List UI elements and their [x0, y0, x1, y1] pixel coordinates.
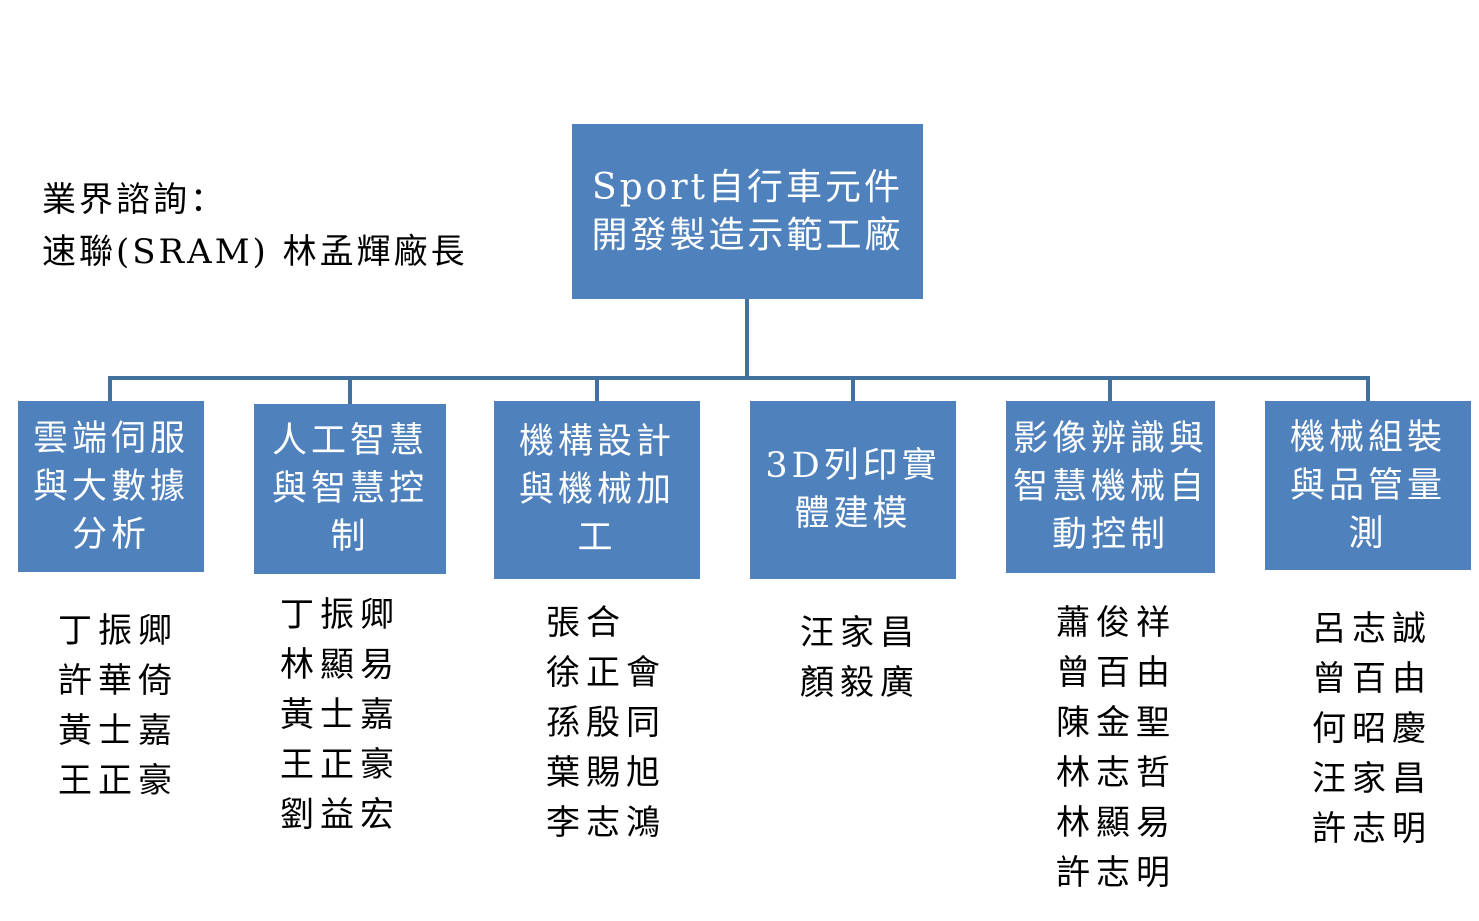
group-title-line: 體建模	[794, 494, 912, 534]
industry-consultant: 業界諮詢： 速聯(SRAM) 林孟輝廠長	[42, 174, 468, 278]
member-name: 黃士嘉	[58, 711, 178, 751]
member-name: 許華倚	[58, 661, 178, 701]
member-name: 張合	[546, 603, 626, 643]
member-name: 李志鴻	[546, 803, 666, 843]
root-title-line-1: Sport自行車元件	[591, 166, 904, 208]
member-name: 王正豪	[58, 761, 178, 801]
member-name: 許志明	[1312, 809, 1432, 849]
group-title-line: 人工智慧	[271, 421, 428, 461]
group-title-line: 與智慧控	[271, 469, 428, 509]
group-title-line: 雲端伺服	[32, 418, 189, 459]
group-title-line: 動控制	[1051, 515, 1169, 555]
group-title-line: 與大數據	[32, 466, 189, 507]
member-name: 丁振卿	[280, 595, 400, 635]
root-connector	[745, 299, 749, 380]
group-node: 影像辨識與智慧機械自動控制	[1006, 401, 1215, 573]
member-name: 許志明	[1056, 853, 1176, 893]
group-title-line: 機構設計	[518, 422, 675, 462]
member-name: 王正豪	[280, 745, 400, 785]
member-name: 劉益宏	[280, 795, 400, 835]
group-node: 雲端伺服與大數據分析	[18, 401, 204, 572]
root-title-line-2: 開發製造示範工廠	[591, 214, 904, 256]
group-title-line: 3D列印實	[765, 446, 941, 486]
member-name: 蕭俊祥	[1056, 603, 1176, 643]
group-node: 人工智慧與智慧控制	[254, 404, 446, 574]
group-connector	[1108, 378, 1112, 401]
member-name: 葉賜旭	[546, 753, 666, 793]
member-name: 汪家昌	[1312, 759, 1432, 799]
group-connector	[1366, 378, 1370, 401]
member-list: 蕭俊祥曾百由陳金聖林志哲林顯易許志明	[1056, 598, 1176, 898]
member-name: 林志哲	[1056, 753, 1176, 793]
group-node: 機構設計與機械加工	[494, 401, 700, 579]
group-title-line: 制	[330, 517, 370, 557]
group-title-line: 智慧機械自	[1012, 467, 1208, 507]
member-name: 顏毅廣	[800, 663, 920, 703]
group-title-line: 工	[577, 518, 617, 558]
group-title-line: 影像辨識與	[1012, 419, 1208, 459]
member-name: 呂志誠	[1312, 609, 1432, 649]
member-list: 呂志誠曾百由何昭慶汪家昌許志明	[1312, 604, 1432, 854]
consultant-name: 速聯(SRAM) 林孟輝廠長	[42, 232, 468, 272]
group-title-line: 機械組裝	[1289, 417, 1446, 458]
member-name: 曾百由	[1056, 653, 1176, 693]
group-node: 3D列印實體建模	[750, 401, 956, 579]
member-name: 丁振卿	[58, 611, 178, 651]
group-title-line: 分析	[71, 514, 150, 555]
member-name: 孫殷同	[546, 703, 666, 743]
group-connector	[595, 378, 599, 401]
group-connector	[348, 378, 352, 404]
branch-connector	[108, 376, 1370, 380]
consultant-label: 業界諮詢：	[42, 180, 227, 220]
member-name: 汪家昌	[800, 613, 920, 653]
member-name: 徐正會	[546, 653, 666, 693]
member-name: 黃士嘉	[280, 695, 400, 735]
group-node: 機械組裝與品管量測	[1265, 401, 1471, 570]
member-name: 何昭慶	[1312, 709, 1432, 749]
member-name: 曾百由	[1312, 659, 1432, 699]
member-list: 張合徐正會孫殷同葉賜旭李志鴻	[546, 598, 666, 848]
member-list: 丁振卿林顯易黃士嘉王正豪劉益宏	[280, 590, 400, 840]
group-title-line: 測	[1348, 513, 1388, 554]
member-list: 丁振卿許華倚黃士嘉王正豪	[58, 606, 178, 806]
group-title-line: 與機械加	[518, 470, 675, 510]
group-connector	[851, 378, 855, 401]
member-name: 林顯易	[280, 645, 400, 685]
member-name: 陳金聖	[1056, 703, 1176, 743]
member-list: 汪家昌顏毅廣	[800, 608, 920, 708]
root-node: Sport自行車元件 開發製造示範工廠	[572, 124, 923, 299]
group-connector	[108, 378, 112, 401]
group-title-line: 與品管量	[1289, 465, 1446, 506]
member-name: 林顯易	[1056, 803, 1176, 843]
